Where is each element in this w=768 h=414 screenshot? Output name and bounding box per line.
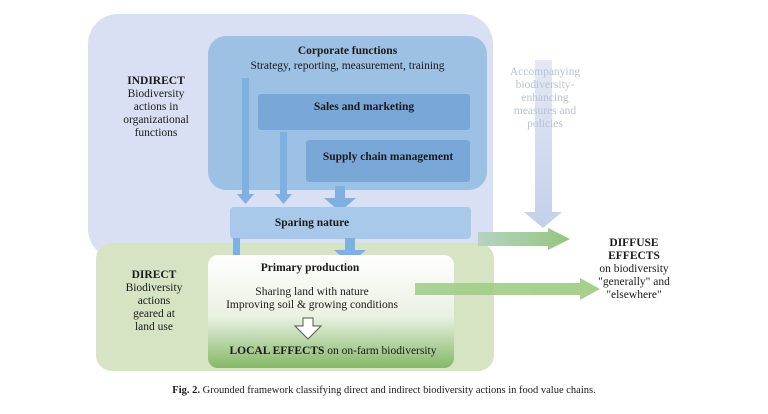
diffuse-effects-label: DIFFUSE EFFECTS on biodiversity "general… — [584, 237, 684, 302]
indirect-desc-line: organizational — [123, 114, 189, 126]
accompanying-line: policies — [527, 118, 563, 130]
accompanying-line: enhancing — [521, 92, 569, 104]
vertical-arrows — [237, 78, 356, 212]
indirect-heading: INDIRECT — [127, 75, 185, 87]
local-effects-rest: on on-farm biodiversity — [324, 345, 437, 357]
direct-desc-line: geared at — [133, 308, 175, 320]
primary-production-line: Sharing land with nature — [255, 286, 369, 298]
indirect-desc-line: functions — [134, 127, 178, 139]
direct-heading: DIRECT — [131, 269, 177, 281]
primary-production-title: Primary production — [260, 262, 360, 274]
accompanying-arrow — [524, 60, 562, 228]
corporate-functions-subtitle: Strategy, reporting, measurement, traini… — [250, 60, 445, 72]
diffuse-line: on biodiversity — [599, 263, 669, 275]
accompanying-line: biodiversity- — [515, 79, 575, 91]
diffuse-heading: DIFFUSE — [609, 237, 659, 249]
primary-production-line: Improving soil & growing conditions — [226, 299, 398, 311]
local-effects-bold: LOCAL EFFECTS — [229, 345, 325, 357]
sparing-nature-box — [230, 207, 471, 239]
sparing-to-diffuse-arrow — [478, 228, 570, 250]
sales-marketing-label: Sales and marketing — [313, 101, 415, 113]
supply-chain-label: Supply chain management — [322, 151, 454, 163]
sales-marketing-box — [258, 94, 470, 130]
accompanying-label: Accompanying biodiversity- enhancing mea… — [498, 66, 592, 131]
accompanying-line: Accompanying — [509, 66, 581, 78]
direct-desc-line: Biodiversity — [125, 282, 183, 294]
hollow-down-arrow — [293, 317, 323, 340]
accompanying-line: measures and — [513, 105, 577, 117]
indirect-desc-line: Biodiversity — [127, 88, 185, 100]
diffuse-line: "elsewhere" — [606, 289, 662, 301]
caption-label: Fig. 2. — [172, 385, 201, 396]
local-effects-label: LOCAL EFFECTS on on-farm biodiversity — [212, 345, 454, 358]
diffuse-line: "generally" and — [598, 276, 670, 288]
supply-chain-box — [306, 140, 470, 182]
primary-production-box — [208, 255, 454, 368]
direct-desc-line: actions — [137, 295, 171, 307]
figure-caption: Fig. 2. Grounded framework classifying d… — [0, 385, 768, 396]
primary-to-diffuse-arrow — [415, 278, 600, 300]
sparing-nature-label: Sparing nature — [274, 217, 350, 229]
corporate-functions-title: Corporate functions — [297, 45, 398, 57]
direct-label: DIRECT Biodiversity actions geared at la… — [112, 269, 196, 334]
direct-desc-line: land use — [134, 321, 173, 333]
caption-text: Grounded framework classifying direct an… — [200, 385, 596, 396]
diffuse-heading: EFFECTS — [608, 250, 660, 262]
indirect-desc-line: actions in — [133, 101, 179, 113]
indirect-label: INDIRECT Biodiversity actions in organiz… — [108, 75, 204, 140]
